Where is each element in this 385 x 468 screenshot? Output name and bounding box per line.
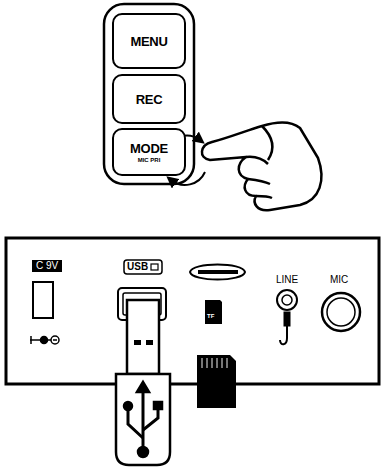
tf-label: TF	[207, 313, 214, 319]
usb-icon	[151, 264, 158, 270]
usb-label: USB	[127, 262, 148, 272]
button-label: REC	[136, 92, 163, 107]
pointing-hand	[202, 123, 321, 211]
button-sublabel: MIC PRI	[138, 157, 161, 163]
rear-panel	[6, 238, 379, 384]
button-strip	[104, 4, 194, 184]
polarity-symbol	[30, 336, 59, 344]
mic-jack	[322, 293, 360, 331]
push-button: MENU	[112, 13, 186, 69]
usb-label-box	[124, 260, 162, 274]
push-button: REC	[112, 74, 186, 124]
line-jack	[277, 290, 297, 344]
button-label: MODE	[130, 141, 168, 156]
push-button: MODEMIC PRI	[112, 128, 186, 176]
dc-socket	[33, 282, 53, 318]
usb-stick	[116, 300, 170, 465]
power-label: C 9V	[32, 260, 62, 272]
mic-label: MIC	[330, 275, 348, 285]
button-label: MENU	[130, 34, 167, 49]
sd-card	[197, 355, 236, 408]
tf-slot	[190, 265, 245, 325]
line-label: LINE	[276, 275, 298, 285]
